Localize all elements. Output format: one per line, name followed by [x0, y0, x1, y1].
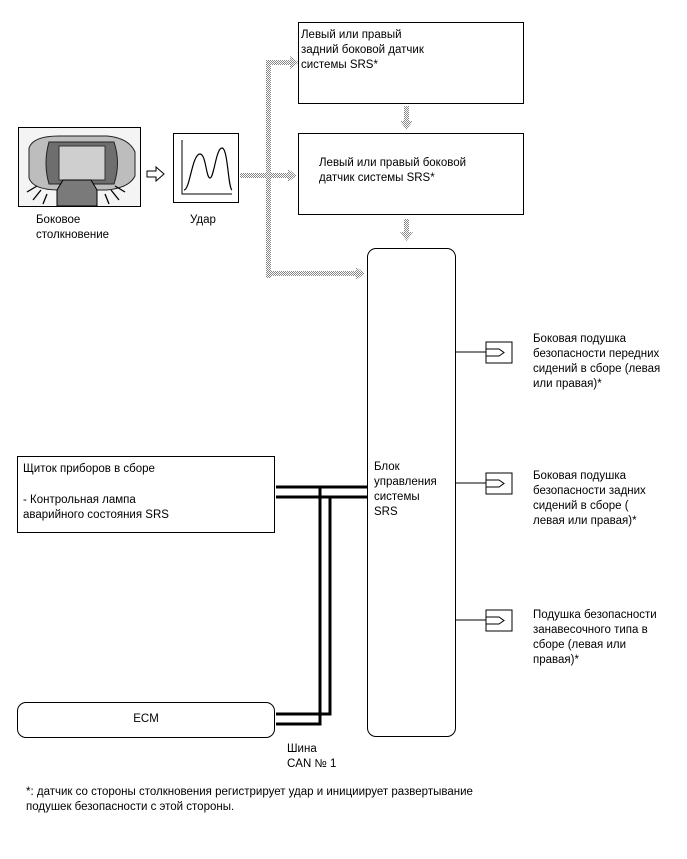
srs-control-unit-box: Блок управления системы SRS: [367, 248, 456, 737]
srs-control-unit-label: Блок управления системы SRS: [374, 461, 437, 518]
srs-warning-lamp-label: - Контрольная лампа аварийного состояния…: [23, 494, 169, 521]
impact-graph: [173, 133, 239, 203]
side-sensor-label: Левый или правый боковой датчик системы …: [319, 157, 467, 184]
can-bus-wires: [276, 485, 368, 726]
ecm-box: ECM: [17, 702, 275, 738]
rear-side-sensor-label: Левый или правый задний боковой датчик с…: [301, 29, 424, 71]
front-seat-side-airbag-label: Боковая подушка безопасности передних си…: [533, 333, 661, 390]
impact-signal-path: [240, 56, 365, 280]
curtain-airbag-label: Подушка безопасности занавесочного типа …: [533, 609, 657, 666]
squib-connector-icon: [485, 341, 513, 364]
hollow-right-arrow-icon: [146, 165, 165, 183]
impact-label: Удар: [190, 214, 216, 226]
side-collision-illustration: [18, 127, 141, 207]
squib-connector-icon: [485, 609, 513, 632]
down-arrow-icon: [400, 219, 413, 241]
airbag-connector-lines: [456, 351, 486, 621]
side-sensor-box: Левый или правый боковой датчик системы …: [298, 133, 524, 215]
collision-label: Боковое столкновение: [36, 214, 110, 241]
footnote: *: датчик со стороны столкновения регист…: [26, 786, 473, 813]
down-arrow-icon: [400, 106, 413, 130]
rear-seat-side-airbag-label: Боковая подушка безопасности задних сиде…: [533, 470, 646, 527]
can-bus-label: Шина CAN № 1: [287, 743, 337, 770]
combination-meter-title: Щиток приборов в сборе: [23, 463, 155, 475]
combination-meter-box: Щиток приборов в сборе - Контрольная лам…: [17, 456, 275, 533]
ecm-label: ECM: [133, 713, 159, 725]
impact-waveform-icon: [181, 140, 233, 195]
rear-side-sensor-box: Левый или правый задний боковой датчик с…: [298, 22, 524, 104]
car-top-view-icon: [19, 128, 140, 207]
squib-connector-icon: [485, 472, 513, 495]
